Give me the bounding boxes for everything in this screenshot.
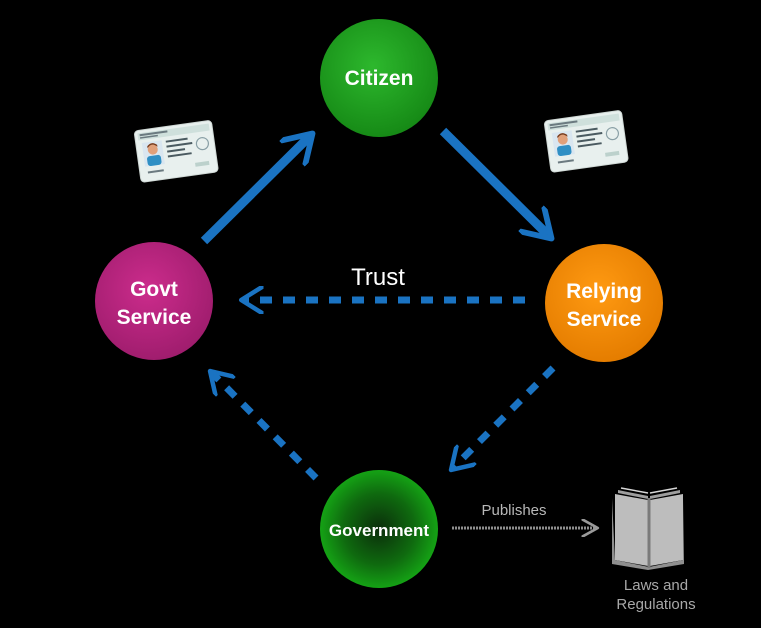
government-label: Government bbox=[329, 521, 429, 540]
govt-service-label-line2: Service bbox=[117, 306, 192, 329]
laws-label-line1: Laws and bbox=[624, 577, 688, 594]
relying-service-label-line2: Service bbox=[567, 308, 642, 331]
edge-government-to-govt bbox=[212, 373, 319, 481]
node-citizen: Citizen bbox=[320, 19, 438, 137]
edge-relying-to-government bbox=[453, 365, 556, 468]
node-govt-service: Govt Service bbox=[95, 242, 213, 360]
trust-label: Trust bbox=[351, 264, 405, 291]
book-icon bbox=[612, 487, 684, 570]
govt-service-label-line1: Govt bbox=[130, 278, 178, 301]
id-card-icon bbox=[134, 120, 219, 183]
node-government: Government bbox=[320, 470, 438, 588]
laws-label-line2: Regulations bbox=[616, 596, 695, 613]
publishes-label: Publishes bbox=[481, 502, 546, 519]
edge-citizen-to-relying bbox=[439, 127, 549, 236]
node-relying-service: Relying Service bbox=[545, 244, 663, 362]
id-card-icon bbox=[544, 110, 629, 173]
edge-govt-to-citizen bbox=[200, 136, 310, 245]
citizen-label: Citizen bbox=[345, 67, 414, 90]
relying-service-label-line1: Relying bbox=[566, 280, 642, 303]
